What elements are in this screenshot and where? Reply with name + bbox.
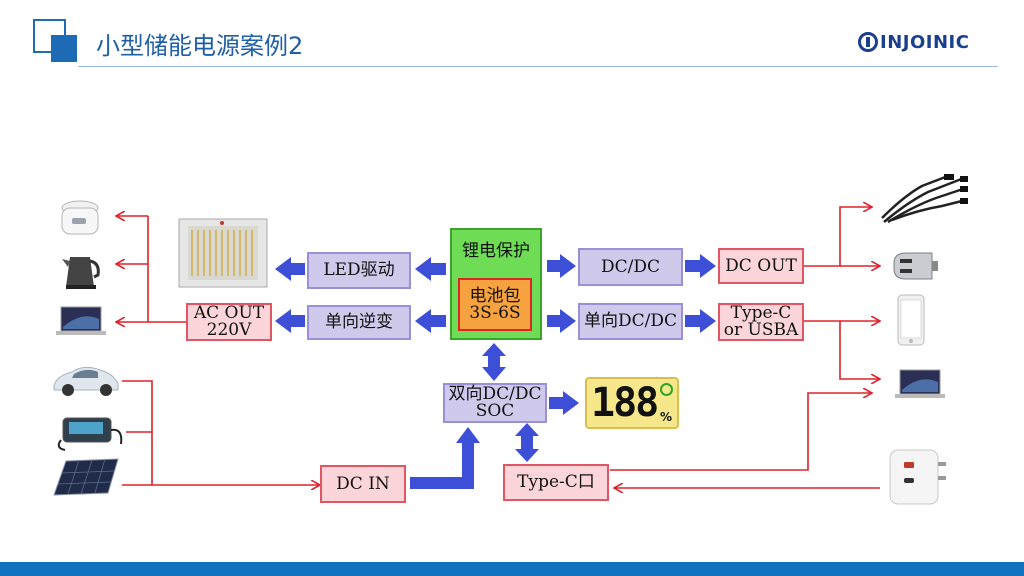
- single-dcdc-label: 单向DC/DC: [583, 311, 677, 331]
- page-title: 小型储能电源案例2: [96, 32, 304, 60]
- led-driver-label: LED驱动: [323, 260, 395, 280]
- ac-out-voltage: 220V: [206, 320, 252, 340]
- led-panel-icon: [178, 218, 268, 288]
- typec-port-box: Type-C口: [503, 464, 609, 501]
- logo-mark-icon: [858, 32, 878, 52]
- typec-out-usba: or USBA: [723, 320, 799, 340]
- dc-out-box: DC OUT: [718, 248, 804, 284]
- arrow-to-led-panel: [275, 257, 305, 281]
- charging-indicator-icon: [660, 383, 673, 396]
- arrow-to-dcdc: [547, 254, 576, 278]
- arrow-to-ac-out: [275, 309, 305, 333]
- battery-protection-label: 锂电保护: [462, 241, 530, 261]
- arrow-to-typec-out: [685, 309, 716, 333]
- typec-out-box: Type-C or USBA: [718, 303, 804, 341]
- typec-port-label: Type-C口: [517, 472, 595, 492]
- ac-out-box: AC OUT 220V: [186, 303, 272, 341]
- arrow-to-led-driver: [415, 257, 446, 281]
- line-from-car: [122, 380, 153, 485]
- line-typec-out-trunk: [804, 320, 880, 379]
- laptop-right-icon: [895, 369, 945, 398]
- power-tool-charger-icon: [57, 417, 123, 451]
- arrow-to-inverter: [415, 309, 446, 333]
- arrow-bidir-typec: [515, 423, 539, 462]
- dcdc-label: DC/DC: [600, 256, 660, 277]
- dc-in-box: DC IN: [320, 465, 406, 503]
- laptop-left-icon: [56, 306, 106, 335]
- bidir-dcdc-label: 双向DC/DC: [448, 384, 542, 404]
- solar-panel-icon: [53, 458, 119, 496]
- arrow-to-display: [549, 391, 579, 415]
- bidir-dcdc-box: 双向DC/DC SOC: [443, 383, 547, 423]
- battery-pack-label: 电池包: [469, 285, 521, 306]
- title-decoration-filled: [51, 35, 77, 62]
- inverter-label: 单向逆变: [325, 312, 393, 332]
- smartphone-icon: [897, 294, 925, 346]
- car-charger-icon: [893, 252, 938, 280]
- arrow-to-single-dcdc: [547, 309, 576, 333]
- kettle-icon: [62, 257, 100, 289]
- inverter-box: 单向逆变: [307, 305, 411, 340]
- arrow-to-dc-out: [685, 254, 716, 278]
- rice-cooker-icon: [61, 200, 99, 235]
- dcdc-box: DC/DC: [578, 248, 683, 286]
- battery-pack-spec: 3S-6S: [469, 302, 521, 323]
- dc-cable-bundle-icon: [881, 174, 968, 224]
- single-dcdc-box: 单向DC/DC: [578, 303, 683, 340]
- footer-bar: [0, 562, 1024, 576]
- ac-out-label: AC OUT: [193, 303, 265, 323]
- arrow-dc-in-to-bidir: [410, 427, 480, 489]
- arrow-bidir-battery: [482, 343, 506, 381]
- battery-pack-box: 电池包 3S-6S: [458, 278, 532, 331]
- dc-in-label: DC IN: [336, 473, 390, 494]
- usb-wall-charger-icon: [889, 449, 946, 505]
- line-dc-out-trunk: [804, 207, 872, 267]
- soc-lcd-display: 188 %: [585, 377, 679, 429]
- bidir-soc-label: SOC: [475, 401, 515, 421]
- led-driver-box: LED驱动: [307, 252, 411, 289]
- lcd-digits: 188: [591, 380, 659, 426]
- line-typec-to-laptop: [610, 393, 872, 471]
- header-divider: [78, 66, 998, 67]
- typec-out-label: Type-C: [730, 303, 792, 323]
- logo-text: INJOINIC: [880, 32, 970, 53]
- lcd-percent: %: [659, 410, 672, 424]
- injoinic-logo: INJOINIC: [858, 32, 969, 53]
- dc-out-label: DC OUT: [725, 255, 797, 276]
- electric-car-icon: [53, 366, 119, 396]
